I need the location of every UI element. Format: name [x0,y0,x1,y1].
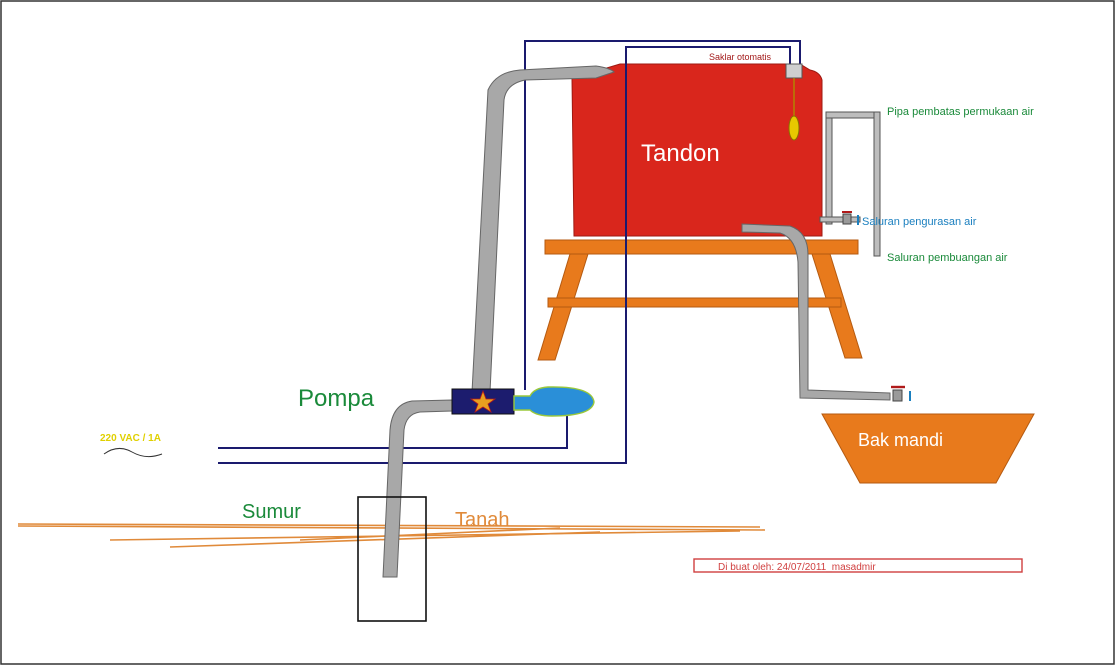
label-bak-mandi: Bak mandi [858,430,943,450]
tank-stand [537,239,863,361]
label-sumur: Sumur [242,501,301,523]
level-pipe [819,111,881,257]
label-saluran-pembuangan: Saluran pembuangan air [887,252,1008,264]
ac-wave-icon [103,448,163,458]
label-tanah: Tanah [455,509,510,531]
label-voltage: 220 VAC / 1A [100,433,161,444]
valve-icon [891,385,911,402]
pump-icon [451,386,595,417]
label-pompa: Pompa [298,385,375,412]
label-pipa-pembatas: Pipa pembatas permukaan air [887,106,1034,118]
riser-pipe [471,65,615,393]
credit-box [693,558,1023,573]
suction-pipe [382,399,453,578]
label-tandon: Tandon [641,140,720,167]
label-saluran-pengurasan: Saluran pengurasan air [862,216,977,228]
float-switch-icon [785,63,803,141]
well [357,496,427,622]
outlet-pipe [741,223,891,401]
label-saklar-otomatis: Saklar otomatis [709,52,772,62]
label-credit: Di buat oleh: 24/07/2011_masadmir [718,562,876,573]
bath-basin [821,413,1035,484]
control-wires [218,40,801,464]
valve-icon [842,211,859,225]
